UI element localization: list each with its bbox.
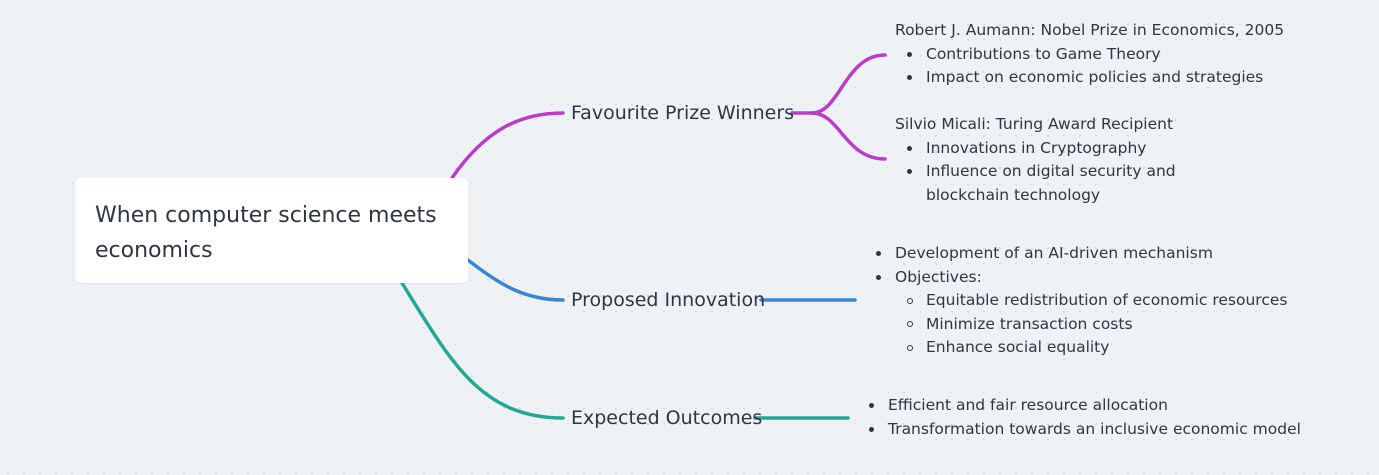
root-topic-title: When computer science meets economics [95, 203, 437, 263]
connector-root-outcomes [400, 281, 565, 420]
branch-favourite-prize-winners[interactable]: Favourite Prize Winners [571, 102, 795, 124]
list-item: Minimize transaction costs [895, 313, 1287, 337]
objectives-list: Equitable redistribution of economic res… [895, 289, 1287, 360]
leaf-aumann[interactable]: Robert J. Aumann: Nobel Prize in Economi… [895, 19, 1284, 90]
list-item: Innovations in Cryptography [895, 137, 1290, 161]
leaf-micali[interactable]: Silvio Micali: Turing Award Recipient In… [895, 113, 1290, 207]
root-topic-card[interactable]: When computer science meets economics [75, 178, 468, 283]
outcomes-points: Efficient and fair resource allocation T… [864, 394, 1301, 441]
objectives-label: Objectives: [895, 267, 982, 286]
connector-root-favourite [450, 111, 565, 180]
branch-expected-outcomes[interactable]: Expected Outcomes [571, 407, 763, 429]
connector-favourite-aumann [810, 53, 887, 115]
connector-favourite-micali [810, 111, 887, 161]
list-item: Objectives: Equitable redistribution of … [871, 266, 1287, 360]
innovation-points: Development of an AI-driven mechanism Ob… [871, 242, 1287, 360]
leaf-innovation-details[interactable]: Development of an AI-driven mechanism Ob… [871, 242, 1287, 360]
aumann-points: Contributions to Game Theory Impact on e… [895, 43, 1284, 90]
aumann-heading: Robert J. Aumann: Nobel Prize in Economi… [895, 21, 1285, 39]
micali-points: Innovations in Cryptography Influence on… [895, 137, 1290, 208]
leaf-outcomes-details[interactable]: Efficient and fair resource allocation T… [864, 394, 1301, 441]
connector-root-innovation [466, 258, 565, 302]
list-item: Efficient and fair resource allocation [864, 394, 1301, 418]
list-item: Enhance social equality [895, 336, 1287, 360]
list-item: Development of an AI-driven mechanism [871, 242, 1287, 266]
micali-heading: Silvio Micali: Turing Award Recipient [895, 115, 1174, 133]
list-item: Transformation towards an inclusive econ… [864, 418, 1301, 442]
list-item: Contributions to Game Theory [895, 43, 1284, 67]
list-item: Equitable redistribution of economic res… [895, 289, 1287, 313]
list-item: Influence on digital security and blockc… [895, 160, 1261, 207]
list-item: Impact on economic policies and strategi… [895, 66, 1284, 90]
branch-proposed-innovation[interactable]: Proposed Innovation [571, 289, 766, 311]
